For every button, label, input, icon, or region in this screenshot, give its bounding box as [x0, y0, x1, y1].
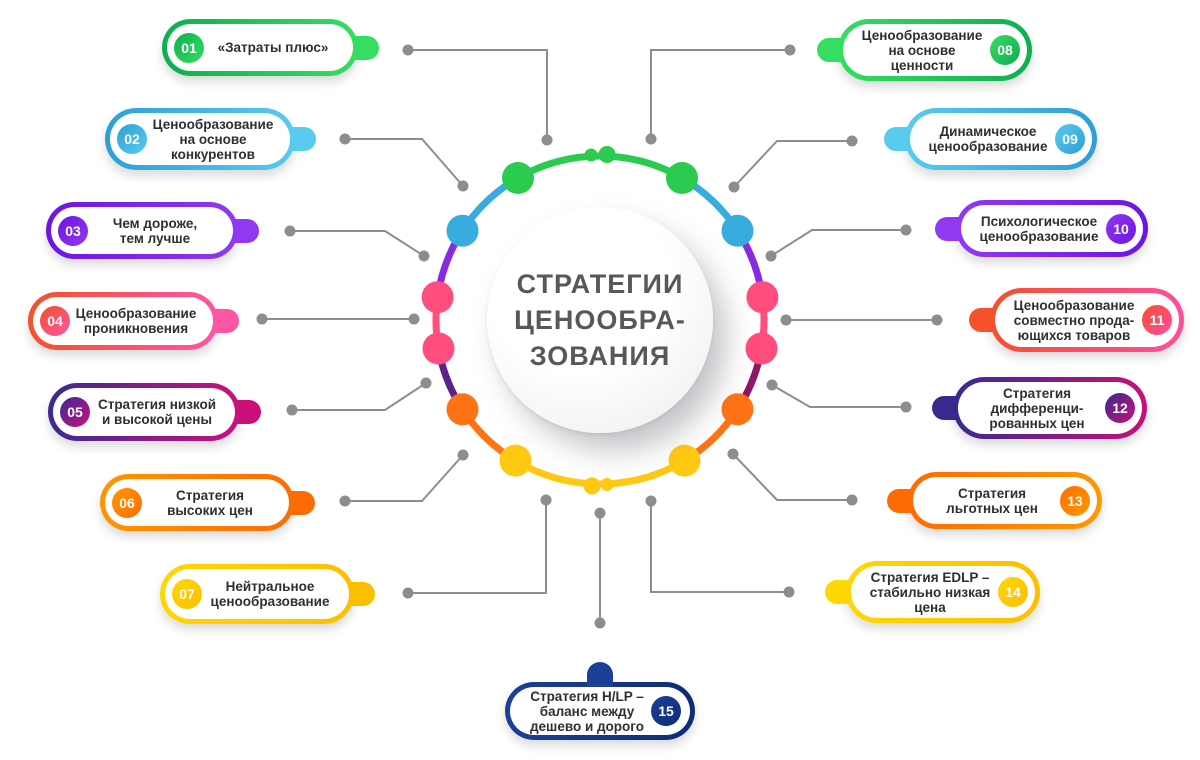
pill-number-badge: 02: [117, 124, 147, 154]
ring-dot-cyan: [721, 214, 754, 247]
pill-number-badge: 08: [990, 35, 1020, 65]
pill-body: 10 Психологическое ценообразование: [961, 205, 1143, 252]
pill-label: Стратегия льготных цен: [946, 485, 1038, 516]
pill-body: 05 Стратегия низкой и высокой цены: [53, 388, 235, 436]
strategy-pill-15: 15 Стратегия H/LP – баланс между дешево …: [505, 662, 695, 740]
pill-body: 14 Стратегия EDLP – стабильно низкая цен…: [851, 566, 1035, 618]
pill-body: 13 Стратегия льготных цен: [913, 477, 1097, 524]
strategy-pill-05: 05 Стратегия низкой и высокой цены: [48, 383, 261, 441]
pill-label: Динамическое ценообразование: [928, 124, 1048, 154]
ring-dots: [421, 146, 779, 495]
pill-number-badge: 01: [174, 32, 204, 63]
pill-number-badge: 11: [1142, 305, 1172, 335]
connector-08: [650, 49, 790, 139]
ring-dot-orange: [446, 393, 479, 426]
pill-number-badge: 13: [1060, 485, 1090, 516]
ring-dot-pink: [422, 332, 455, 365]
connector-06: [345, 454, 464, 502]
pill-body: 04 Ценообразование проникновения: [33, 297, 213, 345]
pill-number-badge: 04: [40, 306, 70, 336]
pill-body: 15 Стратегия H/LP – баланс между дешево …: [510, 687, 690, 735]
strategy-pill-13: 13 Стратегия льготных цен: [887, 472, 1102, 529]
pill-number-badge: 05: [60, 397, 90, 427]
ring-dot-green: [502, 162, 534, 194]
strategy-pill-11: 11 Ценообразование совместно прода- ющих…: [969, 288, 1184, 352]
pill-body: 03 Чем дороже, тем лучше: [51, 207, 233, 254]
pill-label: Стратегия H/LP – баланс между дешево и д…: [529, 688, 644, 734]
pill-number-badge: 14: [998, 577, 1028, 607]
ring-dot-yellow-small: [600, 478, 614, 491]
ring-dot-green: [666, 162, 698, 194]
pill-body: 06 Стратегия высоких цен: [105, 479, 289, 526]
strategy-pill-12: 12 Стратегия дифференци- рованных цен: [932, 377, 1147, 439]
pill-label: Психологическое ценообразование: [979, 213, 1099, 244]
connector-09: [733, 140, 852, 188]
ring-dot-green-small: [584, 148, 598, 162]
pill-label: Стратегия EDLP – стабильно низкая цена: [869, 569, 991, 615]
pill-number-badge: 15: [651, 696, 681, 726]
connector-lines: [262, 49, 937, 623]
pill-body: 01 «Затраты плюс»: [167, 24, 353, 71]
diagram-title: СТРАТЕГИИ ЦЕНООБРА- ЗОВАНИЯ: [514, 269, 686, 371]
strategy-pill-08: 08 Ценообразование на основе ценности: [817, 19, 1032, 81]
pill-label: Ценообразование на основе конкурентов: [152, 116, 274, 162]
pill-body: 11 Ценообразование совместно прода- ющих…: [995, 293, 1179, 347]
pill-number-badge: 06: [112, 487, 142, 518]
strategy-pill-06: 06 Стратегия высоких цен: [100, 474, 315, 531]
strategy-pill-02: 02 Ценообразование на основе конкурентов: [105, 108, 316, 170]
pill-label: Ценообразование на основе ценности: [861, 27, 983, 73]
ring-dot-yellow-small: [583, 477, 601, 495]
center-circle: СТРАТЕГИИ ЦЕНООБРА- ЗОВАНИЯ: [487, 207, 713, 433]
connector-02: [345, 138, 464, 187]
connector-dots: [256, 44, 943, 629]
connector-13: [732, 453, 852, 501]
pill-number-badge: 07: [172, 579, 202, 609]
pill-number-badge: 09: [1055, 124, 1085, 154]
pill-label: Нейтральное ценообразование: [210, 579, 330, 609]
connector-12: [771, 384, 906, 408]
connector-05: [292, 382, 427, 411]
pill-number-badge: 12: [1105, 393, 1135, 423]
connector-01: [408, 49, 548, 140]
pill-label: Стратегия дифференци- рованных цен: [989, 385, 1085, 431]
connector-10: [770, 229, 906, 257]
strategy-pill-07: 07 Нейтральное ценообразование: [160, 564, 375, 624]
strategy-pill-10: 10 Психологическое ценообразование: [935, 200, 1148, 257]
connector-07: [408, 500, 547, 594]
pill-body: 09 Динамическое ценообразование: [910, 113, 1092, 165]
strategy-pill-09: 09 Динамическое ценообразование: [884, 108, 1097, 170]
ring-dot-cyan: [446, 214, 479, 247]
strategy-pill-14: 14 Стратегия EDLP – стабильно низкая цен…: [825, 561, 1040, 623]
pill-label: «Затраты плюс»: [217, 40, 329, 55]
pill-body: 02 Ценообразование на основе конкурентов: [110, 113, 290, 165]
pill-label: Ценообразование проникновения: [75, 306, 197, 336]
strategy-pill-03: 03 Чем дороже, тем лучше: [46, 202, 259, 259]
ring-dot-pink: [746, 281, 779, 314]
ring-dot-pink: [745, 332, 778, 365]
pill-body: 08 Ценообразование на основе ценности: [843, 24, 1027, 76]
ring-dot-yellow: [668, 444, 701, 477]
strategy-pill-04: 04 Ценообразование проникновения: [28, 292, 239, 350]
pill-number-badge: 10: [1106, 213, 1136, 244]
ring-dot-orange: [721, 393, 754, 426]
pill-number-badge: 03: [58, 215, 88, 246]
pill-label: Чем дороже, тем лучше: [112, 215, 198, 246]
ring-dot-yellow: [499, 444, 532, 477]
strategy-pill-01: 01 «Затраты плюс»: [162, 19, 379, 76]
ring-dot-pink: [421, 281, 454, 314]
connector-03: [290, 230, 425, 257]
pill-label: Стратегия высоких цен: [167, 487, 253, 518]
pill-body: 07 Нейтральное ценообразование: [165, 569, 349, 619]
ring-dot-green-small: [598, 146, 616, 163]
pill-label: Ценообразование совместно прода- ющихся …: [1013, 297, 1135, 343]
pill-label: Стратегия низкой и высокой цены: [97, 397, 217, 427]
pill-body: 12 Стратегия дифференци- рованных цен: [958, 382, 1142, 434]
connector-14: [650, 501, 789, 593]
